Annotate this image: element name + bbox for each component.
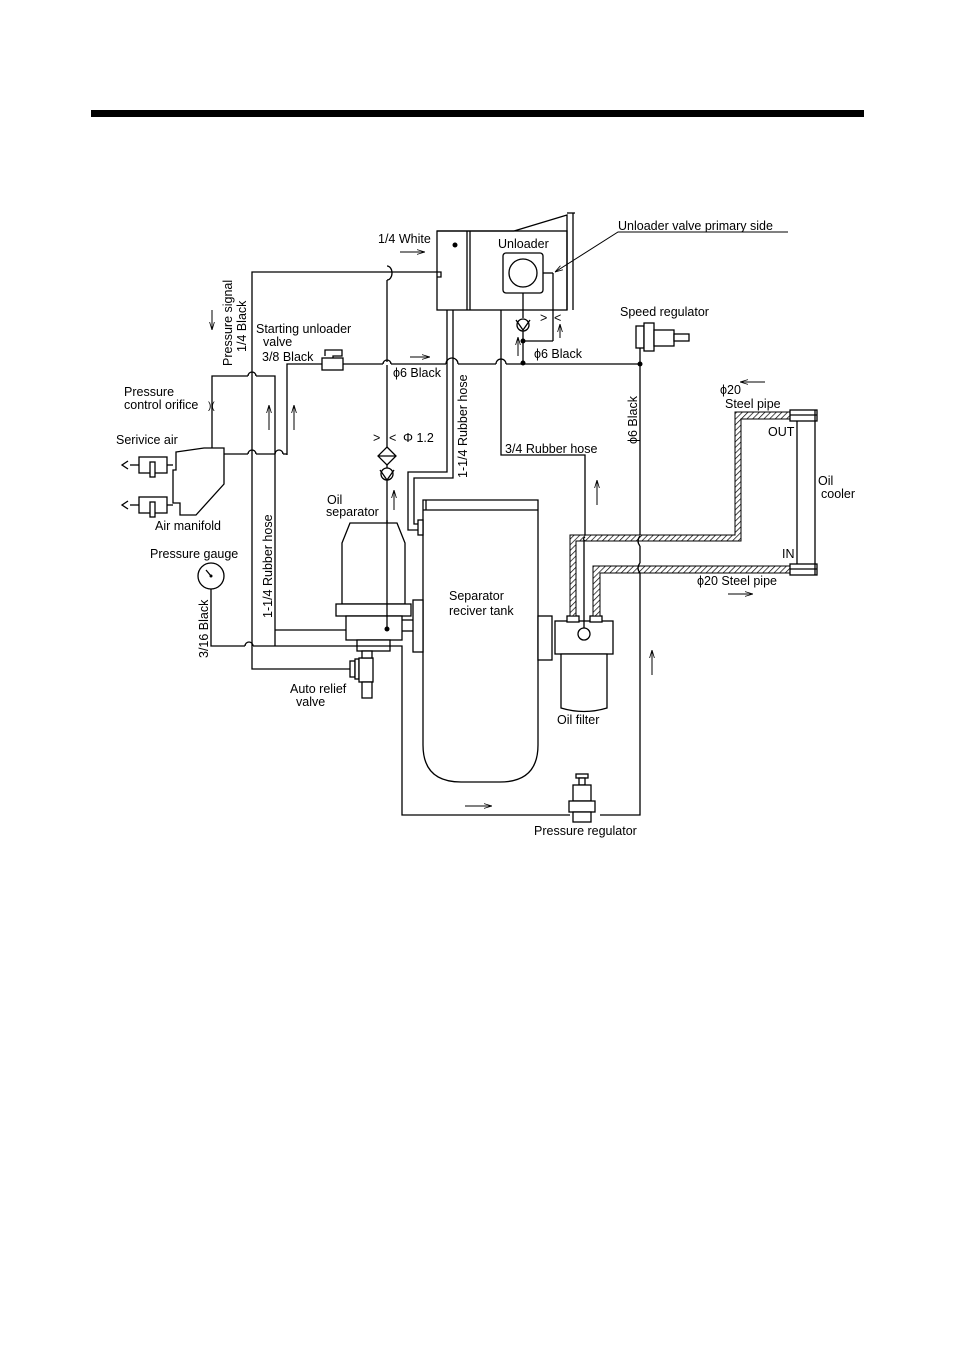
oil-separator-label-2: separator bbox=[326, 505, 379, 519]
service-air-valve-1 bbox=[120, 456, 173, 478]
in-label: IN bbox=[782, 547, 795, 561]
separator-receiver-tank bbox=[412, 499, 553, 783]
phi6-black-label-starting: ϕ6 Black bbox=[393, 366, 442, 380]
check-valve-unloader bbox=[515, 318, 553, 366]
pressure-gauge bbox=[197, 562, 225, 590]
unloader bbox=[436, 212, 575, 341]
header-rule bbox=[91, 110, 864, 117]
pressure-control-label-2: control orifice bbox=[124, 398, 198, 412]
orifice-symbol: > bbox=[373, 431, 380, 445]
oil-separator-label-1: Oil bbox=[327, 493, 342, 507]
steel-pipe-top-phi-label: ϕ20 bbox=[720, 383, 741, 397]
service-air-label: Serivice air bbox=[116, 433, 178, 447]
quarter-white-label: 1/4 White bbox=[378, 232, 431, 246]
speed-regulator-label: Speed regulator bbox=[620, 305, 709, 319]
oil-cooler bbox=[789, 409, 818, 576]
starting-unloader-label-1: Starting unloader bbox=[256, 322, 351, 336]
auto-relief-label-2: valve bbox=[296, 695, 325, 709]
three-eighths-black-label: 3/8 Black bbox=[262, 350, 314, 364]
auto-relief-label-1: Auto relief bbox=[290, 682, 347, 696]
out-label: OUT bbox=[768, 425, 795, 439]
unloader-primary-side-label: Unloader valve primary side bbox=[618, 219, 773, 233]
oil-separator bbox=[335, 520, 413, 652]
pressure-signal-label: Pressure signal bbox=[221, 280, 235, 366]
orifice-symbol: < bbox=[389, 431, 396, 445]
air-manifold-label: Air manifold bbox=[155, 519, 221, 533]
orifice-symbol: > bbox=[540, 311, 547, 325]
starting-unloader-label-2: valve bbox=[263, 335, 292, 349]
phi6-black-label-unloader: ϕ6 Black bbox=[534, 347, 583, 361]
oil-cooler-label-1: Oil bbox=[818, 474, 833, 488]
unloader-label: Unloader bbox=[498, 237, 549, 251]
starting-unloader-valve bbox=[321, 349, 344, 371]
check-valve-separator bbox=[379, 467, 395, 482]
separator-tank-label-1: Separator bbox=[449, 589, 504, 603]
speed-regulator bbox=[635, 322, 690, 352]
rubber-hose-34-label: 3/4 Rubber hose bbox=[505, 442, 597, 456]
oil-filter-label: Oil filter bbox=[557, 713, 599, 727]
three-sixteenths-black-label: 3/16 Black bbox=[197, 599, 211, 658]
service-air-valve-2 bbox=[120, 496, 173, 518]
rubber-hose-114-label-left: 1-1/4 Rubber hose bbox=[261, 514, 275, 618]
pressure-regulator bbox=[568, 773, 596, 823]
oil-filter bbox=[554, 540, 614, 713]
oil-cooler-label-2: cooler bbox=[821, 487, 855, 501]
auto-relief-valve bbox=[349, 650, 374, 699]
pressure-regulator-label: Pressure regulator bbox=[534, 824, 637, 838]
steel-pipe-bottom-label: ϕ20 Steel pipe bbox=[697, 574, 777, 588]
air-manifold bbox=[172, 447, 287, 516]
filter-symbol bbox=[377, 446, 397, 466]
separator-tank-label-2: reciver tank bbox=[449, 604, 514, 618]
orifice-phi-label: Φ 1.2 bbox=[403, 431, 434, 445]
phi6-black-label-vertical: ϕ6 Black bbox=[626, 395, 640, 444]
orifice-symbol: < bbox=[554, 311, 561, 325]
pressure-gauge-label: Pressure gauge bbox=[150, 547, 238, 561]
quarter-black-label: 1/4 Black bbox=[235, 300, 249, 352]
pressure-control-label-1: Pressure bbox=[124, 385, 174, 399]
steel-pipe-top-label: Steel pipe bbox=[725, 397, 781, 411]
rubber-hose-114-label-top: 1-1/4 Rubber hose bbox=[456, 374, 470, 478]
